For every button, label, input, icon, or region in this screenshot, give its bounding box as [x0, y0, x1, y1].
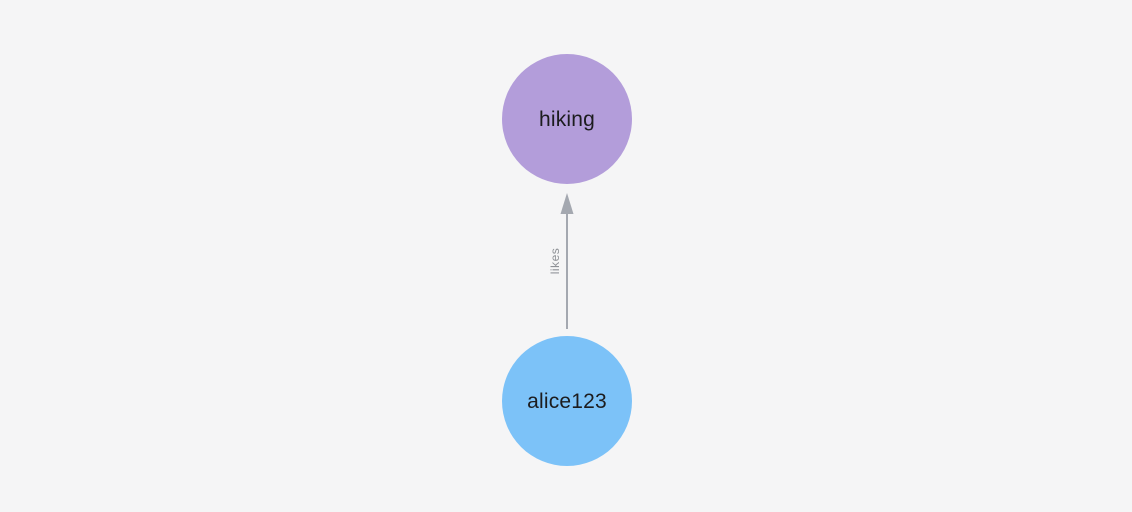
node-hiking[interactable]: hiking	[502, 54, 632, 184]
edge-likes-label[interactable]: likes	[548, 247, 562, 275]
edge-likes[interactable]	[550, 186, 584, 332]
node-alice123-label: alice123	[527, 389, 607, 413]
node-hiking-label: hiking	[538, 107, 596, 131]
node-alice123[interactable]: alice123	[502, 336, 632, 466]
edge-likes-arrowhead-icon	[560, 193, 574, 214]
